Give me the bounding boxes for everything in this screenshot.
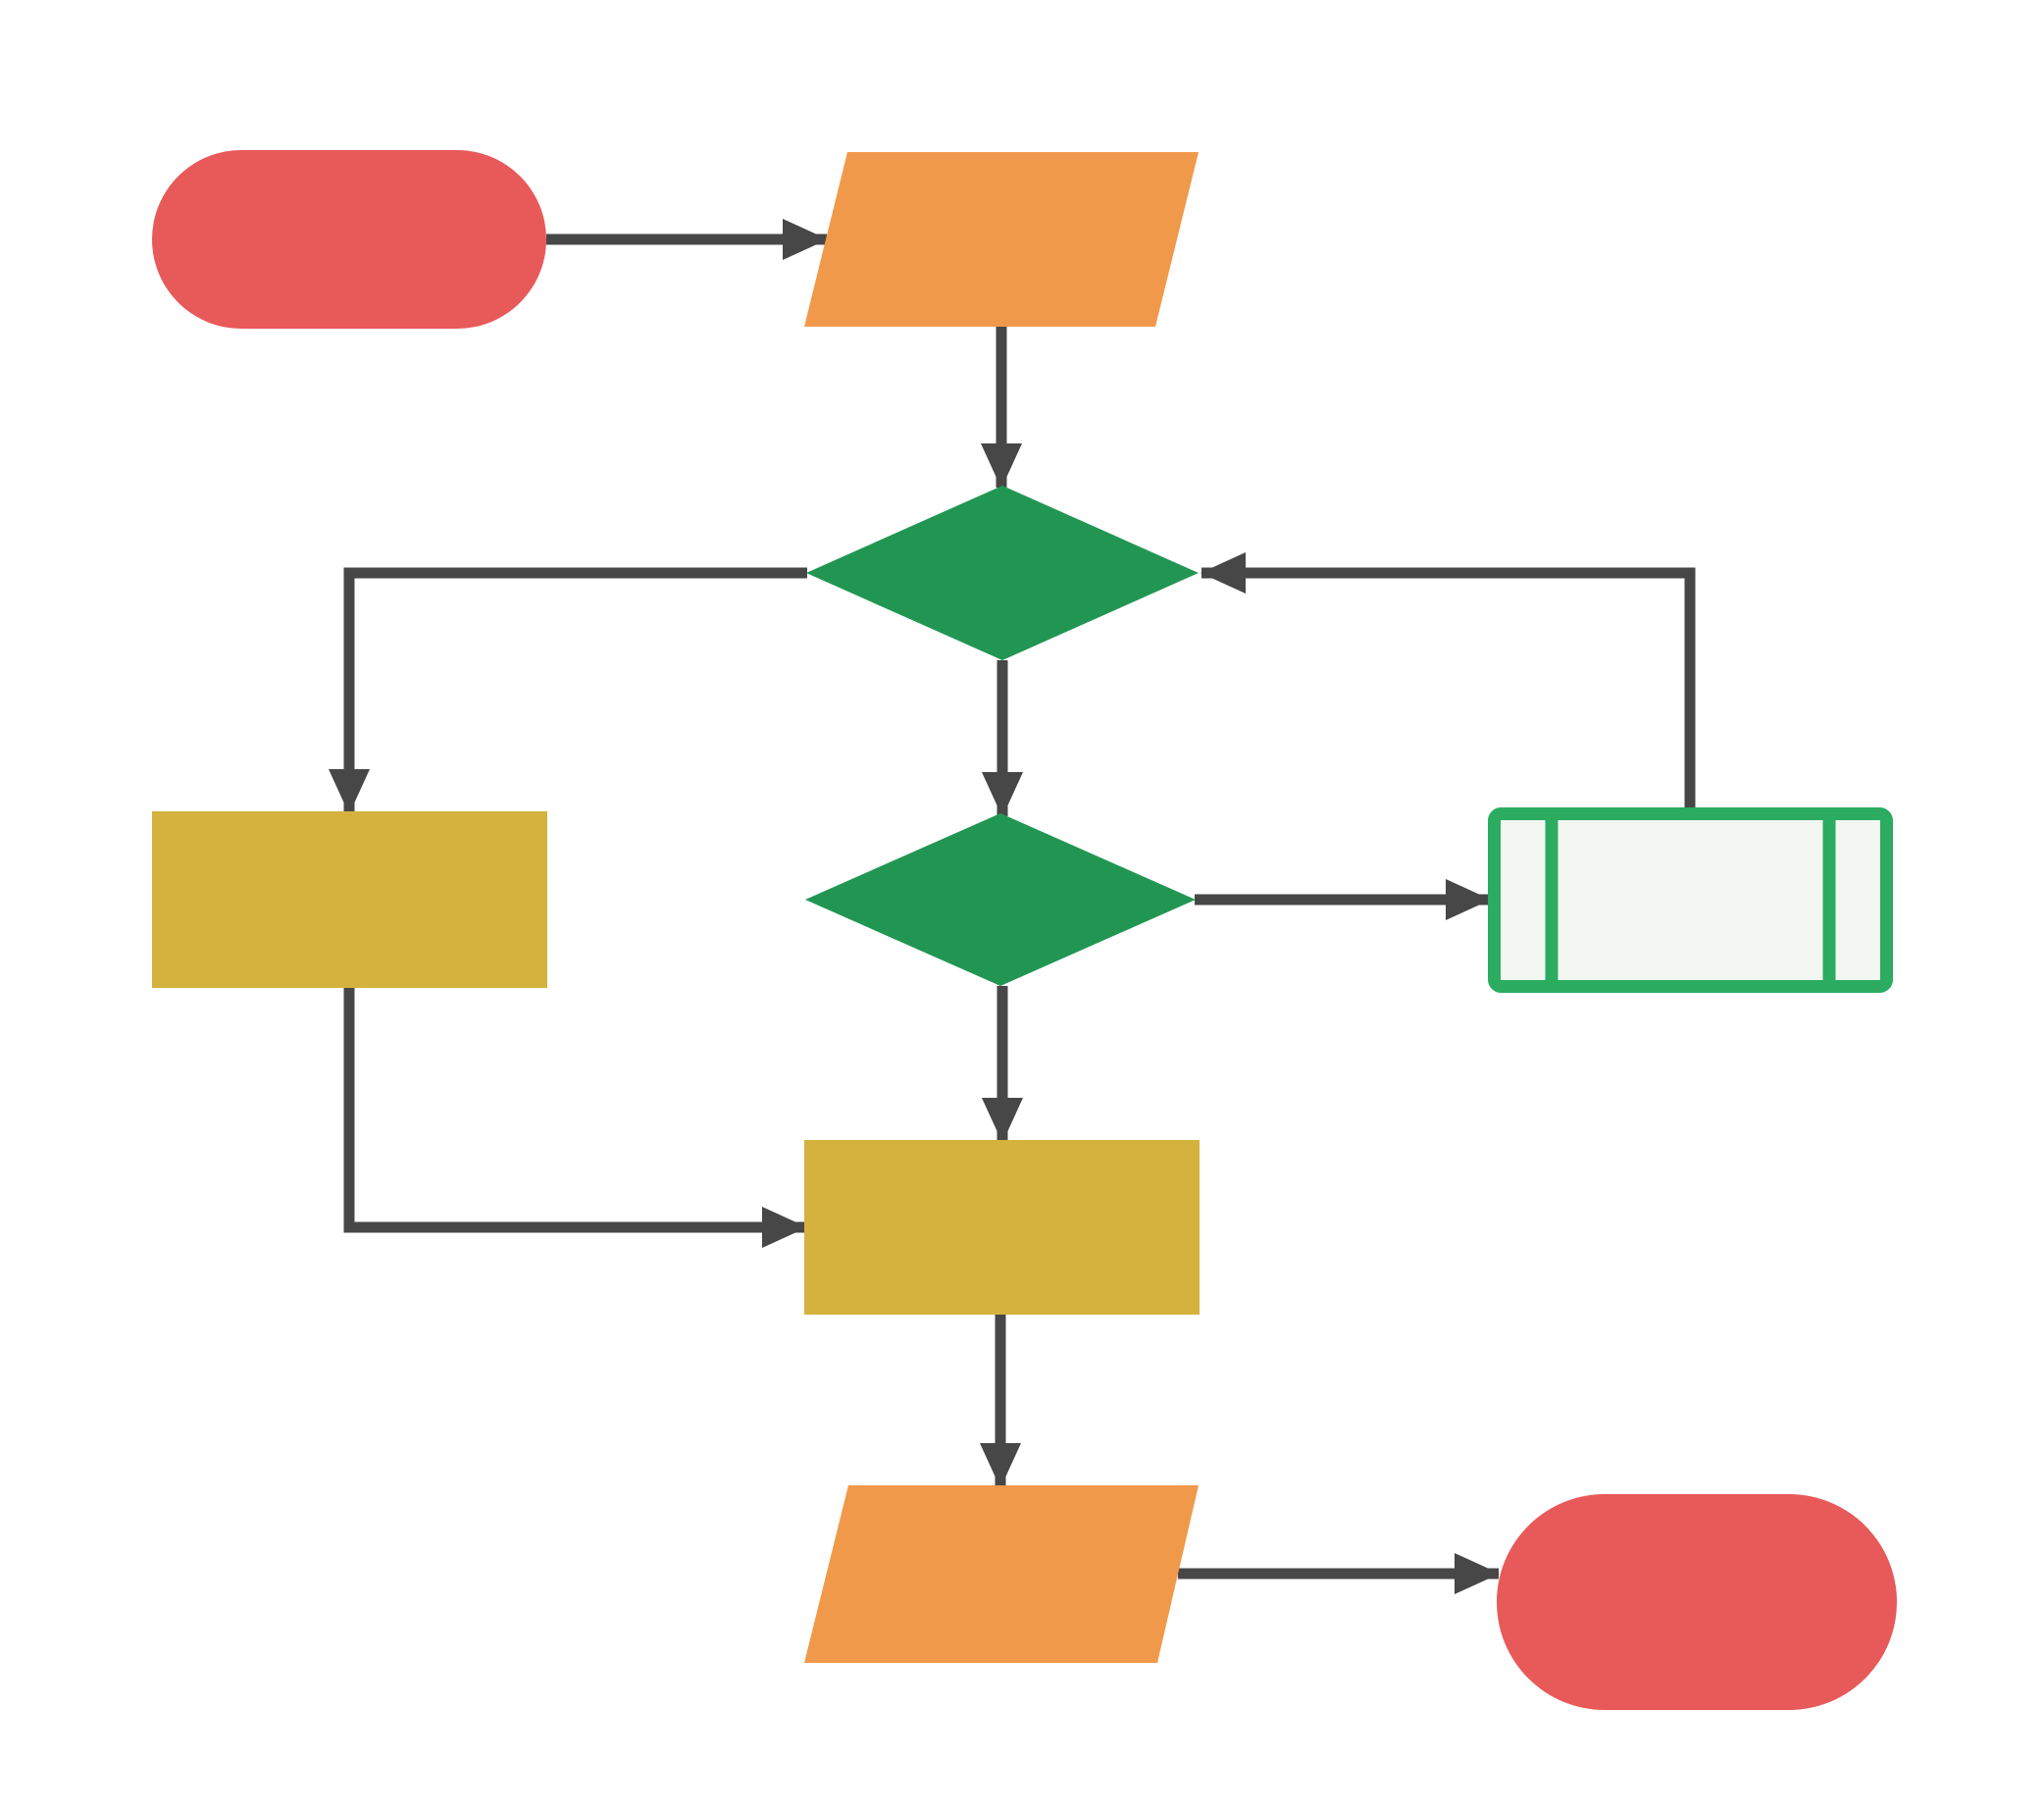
io-parallelogram-top	[804, 152, 1199, 327]
process-box-left	[152, 811, 547, 988]
terminator-end	[1497, 1494, 1897, 1710]
predefined-process-box-body	[1488, 807, 1893, 993]
shapes-layer	[152, 150, 1897, 1710]
connector-decision-1-to-process-left	[329, 567, 807, 814]
decision-diamond-1	[806, 486, 1199, 660]
io-parallelogram-bottom	[804, 1485, 1199, 1663]
terminator-start	[152, 150, 546, 329]
decision-diamond-2	[805, 813, 1196, 986]
connector-process-left-to-process-center	[343, 988, 807, 1248]
predefined-process-box	[1488, 807, 1893, 993]
process-box-center	[804, 1140, 1200, 1315]
connector-subroutine-to-decision-1	[1201, 552, 1696, 807]
connectors-layer	[329, 219, 1696, 1594]
